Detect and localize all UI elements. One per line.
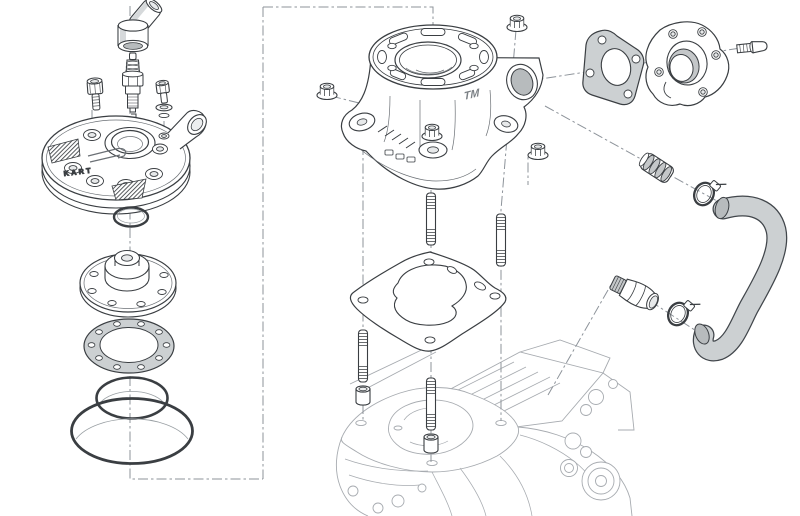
o-ring-small xyxy=(112,206,150,228)
o-ring-large xyxy=(70,397,194,465)
hex-bolt xyxy=(155,79,170,104)
exhaust-flange-bolt xyxy=(736,41,768,54)
cylinder-base-gasket xyxy=(349,251,507,352)
combustion-chamber-insert xyxy=(79,249,177,318)
dowel-pin-left xyxy=(355,385,371,406)
hatch-wedge-south xyxy=(111,178,147,201)
flange-nut-left xyxy=(316,82,338,101)
spark-plug xyxy=(122,52,144,117)
cylinder-logo-text: TM xyxy=(464,87,481,103)
leader-nut-rear xyxy=(527,156,541,185)
head-engraving-text: KART xyxy=(63,167,93,178)
coolant-hose xyxy=(692,195,788,362)
exhaust-gasket xyxy=(582,29,645,106)
hose-joiner-fitting xyxy=(638,152,674,183)
flange-nut-top xyxy=(506,14,528,33)
centerline-head-stack xyxy=(129,6,263,480)
hatch-wedge-west xyxy=(47,138,81,164)
crankcase-reference xyxy=(335,339,635,516)
cylinder-head: KART xyxy=(41,109,207,215)
axis-hose-lower xyxy=(649,300,705,337)
axis-hose-upper xyxy=(544,105,727,207)
leader-water-union xyxy=(547,282,613,396)
flange-nut-rear xyxy=(527,142,549,161)
flange-nut-front xyxy=(421,123,443,142)
stud-right xyxy=(495,213,507,267)
socket-head-bolt xyxy=(86,77,104,111)
hose-clamp-lower xyxy=(663,292,702,333)
stud-bottom xyxy=(425,377,437,431)
stud-top xyxy=(425,192,437,246)
cylinder: TM xyxy=(340,24,544,190)
exhaust-flange xyxy=(645,21,730,107)
exhaust-port xyxy=(510,68,534,96)
boundary-line-top xyxy=(263,6,434,55)
spark-plug-cap xyxy=(117,0,163,53)
sealing-washer xyxy=(155,103,173,119)
head-ring-gasket xyxy=(83,318,175,374)
dowel-pin-center xyxy=(423,433,439,454)
water-union-fitting xyxy=(609,275,659,311)
stud-left xyxy=(357,329,369,383)
